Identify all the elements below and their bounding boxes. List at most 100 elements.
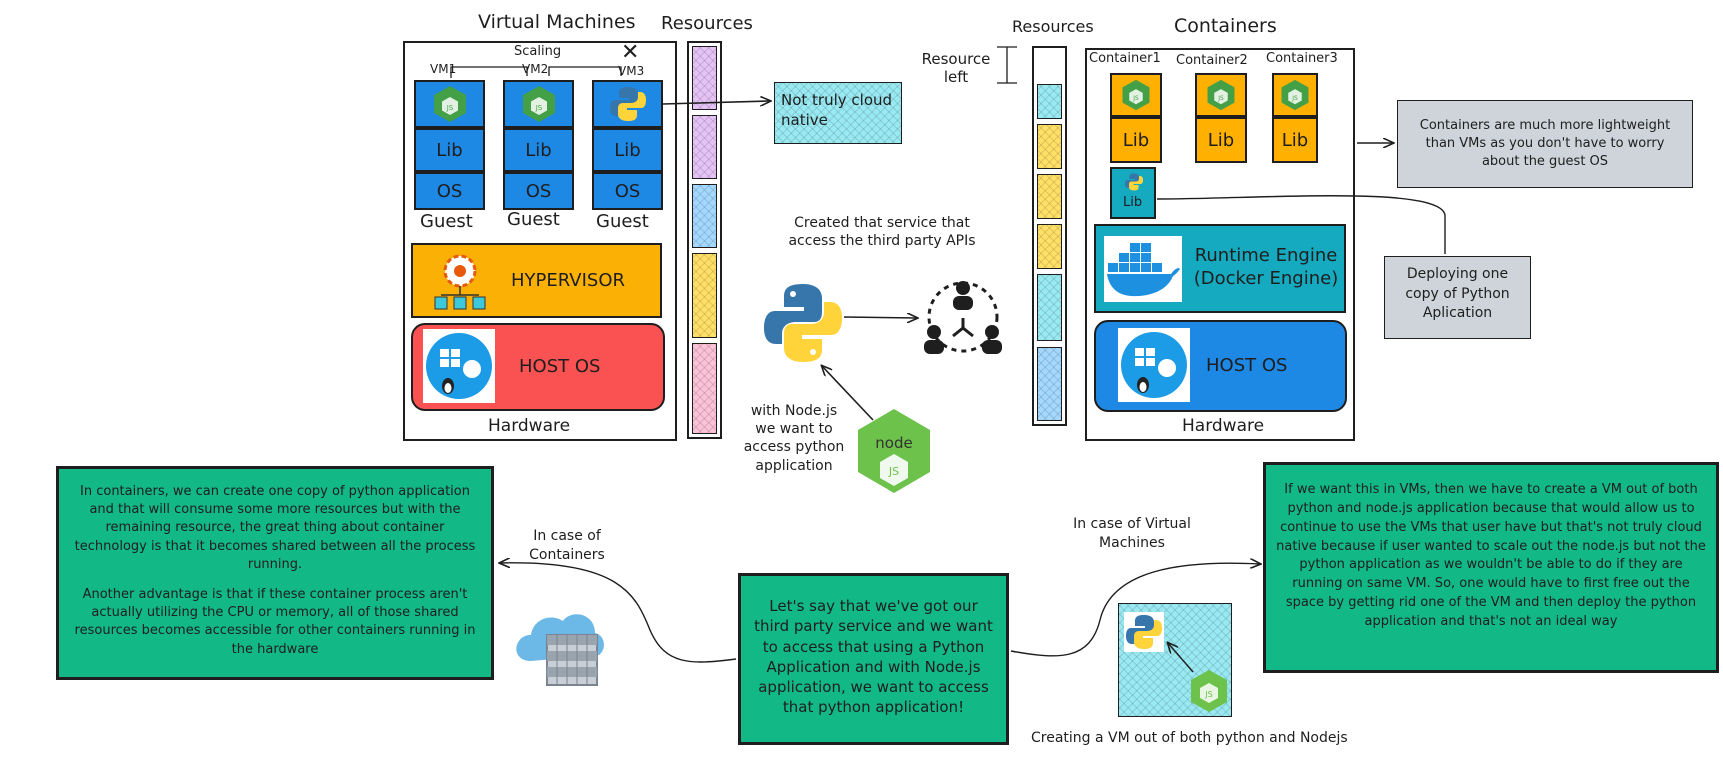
docker-icon: [1104, 236, 1182, 302]
containers-case-label: In case of Containers: [529, 528, 605, 563]
nodejs-icon: JS: [522, 86, 555, 122]
vm2-lib: Lib: [503, 128, 574, 172]
container-cloud-icon: [516, 614, 604, 686]
runtime-engine-label: Runtime Engine (Docker Engine): [1193, 245, 1339, 290]
svg-text:JS: JS: [1291, 96, 1298, 102]
nodejs-icon: JS: [1122, 79, 1150, 111]
vm3-label: VM3: [618, 64, 645, 78]
container-host-os-label: HOST OS: [1206, 355, 1288, 376]
vm-resources-bar: [687, 41, 722, 439]
resource-left-bracket: [997, 46, 1017, 84]
container3-app-cell: JS: [1272, 73, 1318, 117]
scaling-bracket: [450, 66, 528, 78]
vm1-label: VM1: [430, 62, 457, 76]
vm2-app-cell: JS: [503, 80, 574, 128]
container-resources-label: Resources: [1012, 17, 1094, 36]
vm-host-os-label: HOST OS: [519, 356, 601, 377]
container-section-title: Containers: [1174, 15, 1277, 37]
python-icon: [609, 87, 646, 121]
vm-explanation-note: If we want this in VMs, then we have to …: [1263, 462, 1719, 673]
nodejs-icon: JS: [1207, 79, 1235, 111]
svg-text:JS: JS: [534, 104, 542, 112]
vm-resource-block: [692, 46, 717, 110]
container-resource-block: [1037, 224, 1062, 269]
vm-resource-block: [692, 253, 717, 338]
vm-section-title: Virtual Machines: [478, 11, 636, 33]
containers-explanation-p1: In containers, we can create one copy of…: [74, 484, 476, 572]
vm2-guest-label: Guest: [507, 209, 560, 230]
combined-vm-box: JS: [1118, 603, 1232, 717]
vm-to-not-cloud-arrow: [662, 101, 770, 104]
lightweight-note: Containers are much more lightweight tha…: [1397, 100, 1693, 188]
vm-resources-label: Resources: [661, 13, 753, 34]
service-text: Created that service that access the thi…: [788, 215, 976, 250]
container1-label: Container1: [1089, 51, 1161, 66]
vm-hardware-frame: [403, 41, 677, 441]
third-party-api-icon: [924, 281, 1002, 354]
vm3-app-cell: [592, 80, 663, 128]
svg-text:JS: JS: [1132, 96, 1139, 102]
not-cloud-native-box: Not truly cloud native: [774, 82, 902, 144]
container-resources-bar: [1032, 46, 1067, 426]
os-logos-icon: [423, 329, 495, 403]
container1-app-cell: JS: [1110, 73, 1162, 117]
svg-text:JS: JS: [445, 104, 453, 112]
scaling-bracket: [548, 66, 622, 76]
svg-text:node: node: [875, 434, 912, 452]
container3-lib: Lib: [1272, 117, 1318, 163]
container-hardware-label: Hardware: [1182, 416, 1265, 436]
python-container-lib: Lib: [1123, 195, 1143, 210]
os-logos-icon: [1118, 328, 1190, 402]
center-to-containers-arrow: [500, 563, 737, 663]
center-question-note: Let's say that we've got our third party…: [738, 573, 1009, 745]
vm-hardware-label: Hardware: [488, 416, 571, 436]
svg-text:JS: JS: [1217, 96, 1224, 102]
vm-resource-block: [692, 115, 717, 179]
python-icon: [1125, 173, 1143, 191]
container-resource-block: [1037, 174, 1062, 219]
vm3-os: OS: [592, 172, 663, 210]
vm1-os: OS: [414, 172, 485, 210]
containers-explanation-note: In containers, we can create one copy of…: [56, 466, 494, 680]
container-host-os-box: HOST OS: [1094, 320, 1347, 412]
vm-caption: Creating a VM out of both python and Nod…: [1031, 730, 1348, 746]
runtime-engine-box: Runtime Engine (Docker Engine): [1094, 224, 1346, 313]
vm1-guest-label: Guest: [420, 211, 473, 232]
deploying-note: Deploying one copy of Python Aplication: [1384, 256, 1531, 339]
nodejs-text: with Node.js we want to access python ap…: [743, 403, 845, 474]
scaling-label: Scaling: [514, 44, 562, 59]
container2-label: Container2: [1176, 53, 1248, 68]
vm1-lib: Lib: [414, 128, 485, 172]
vm2-label: VM2: [522, 62, 549, 76]
svg-text:JS: JS: [1204, 690, 1212, 699]
container-resource-block: [1037, 274, 1062, 341]
container1-lib: Lib: [1110, 117, 1162, 163]
combined-node-to-python-arrow: [1168, 643, 1194, 673]
vm-resource-block: [692, 343, 717, 434]
container-resource-block: [1037, 84, 1062, 119]
python-container: Lib: [1110, 167, 1156, 219]
hypervisor-icon: [434, 254, 486, 310]
x-mark-icon: ✕: [621, 40, 640, 65]
containers-explanation-p2: Another advantage is that if these conta…: [74, 586, 476, 657]
vm3-lib: Lib: [592, 128, 663, 172]
container-hardware-frame: [1085, 48, 1355, 441]
python-to-api-arrow: [843, 317, 917, 318]
vm-resource-block: [692, 184, 717, 248]
container2-app-cell: JS: [1195, 73, 1247, 117]
svg-text:JS: JS: [888, 465, 899, 478]
container3-label: Container3: [1266, 51, 1338, 66]
hypervisor-label: HYPERVISOR: [511, 270, 626, 291]
nodejs-logo-icon: node JS: [858, 409, 930, 493]
vm-case-label: In case of Virtual Machines: [1073, 516, 1191, 551]
python-logo-icon: [764, 284, 842, 362]
container-resource-block: [1037, 124, 1062, 169]
vm-host-os-box: HOST OS: [411, 323, 665, 411]
python-icon: [1124, 612, 1164, 652]
hypervisor-box: HYPERVISOR: [411, 243, 662, 318]
vm1-app-cell: JS: [414, 80, 485, 128]
container2-lib: Lib: [1195, 117, 1247, 163]
nodejs-to-python-arrow: [822, 366, 874, 421]
python-lib-to-deploying-line: [1156, 195, 1446, 254]
